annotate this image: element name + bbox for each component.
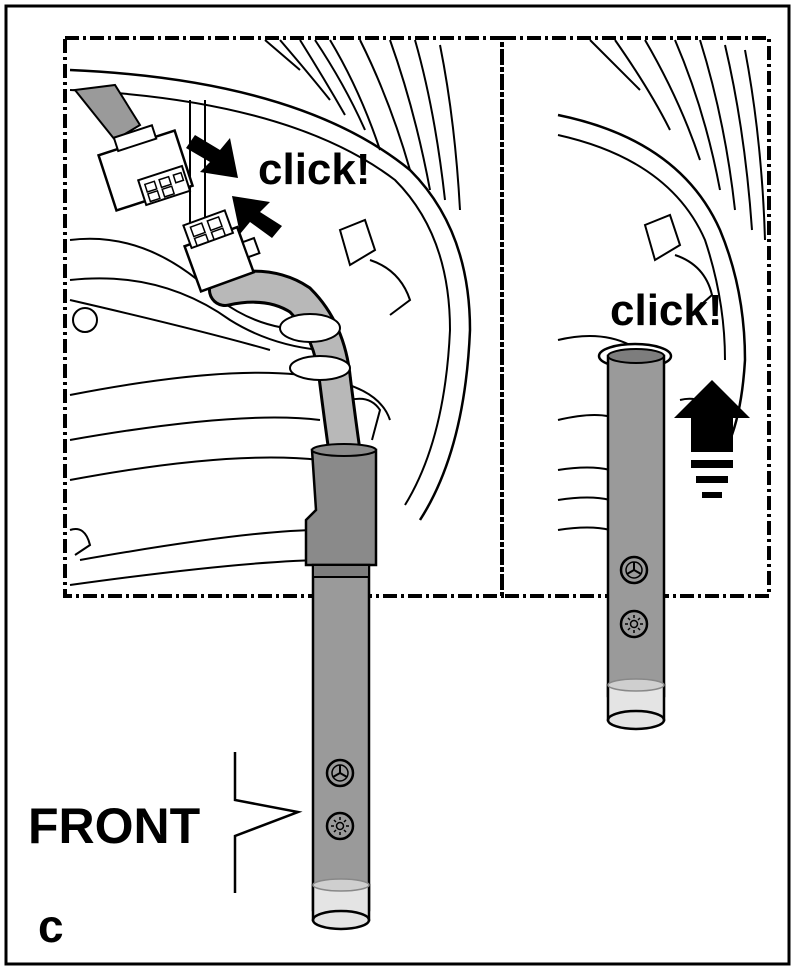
fan-icon [325, 758, 355, 788]
front-callout-line [233, 752, 303, 893]
tube-body [311, 563, 371, 912]
arrow-up-left-icon [232, 196, 282, 238]
light-icon [325, 811, 355, 841]
tube-body-right [606, 354, 666, 698]
left-light-tube [304, 443, 378, 931]
connector-male [182, 209, 261, 294]
tube-sleeve [304, 448, 378, 567]
right-light-tube [597, 342, 673, 731]
click-label-right: click! [610, 286, 723, 335]
grommet-inner [289, 355, 351, 381]
arrow-down-right-icon [186, 135, 238, 178]
arrow-up-icon [674, 380, 750, 452]
left-detail-panel: click! [63, 36, 504, 598]
click-label-left: click! [258, 145, 371, 194]
front-label: FRONT [28, 798, 200, 854]
right-detail-panel: click! [500, 36, 771, 598]
left-panel-border [63, 36, 504, 598]
fan-icon [619, 555, 649, 585]
step-label: c [38, 900, 64, 952]
hood-interior-right [557, 39, 766, 531]
light-icon [619, 609, 649, 639]
ribbon-cable [73, 83, 142, 142]
grommet [279, 313, 341, 343]
connector-female [96, 124, 195, 213]
